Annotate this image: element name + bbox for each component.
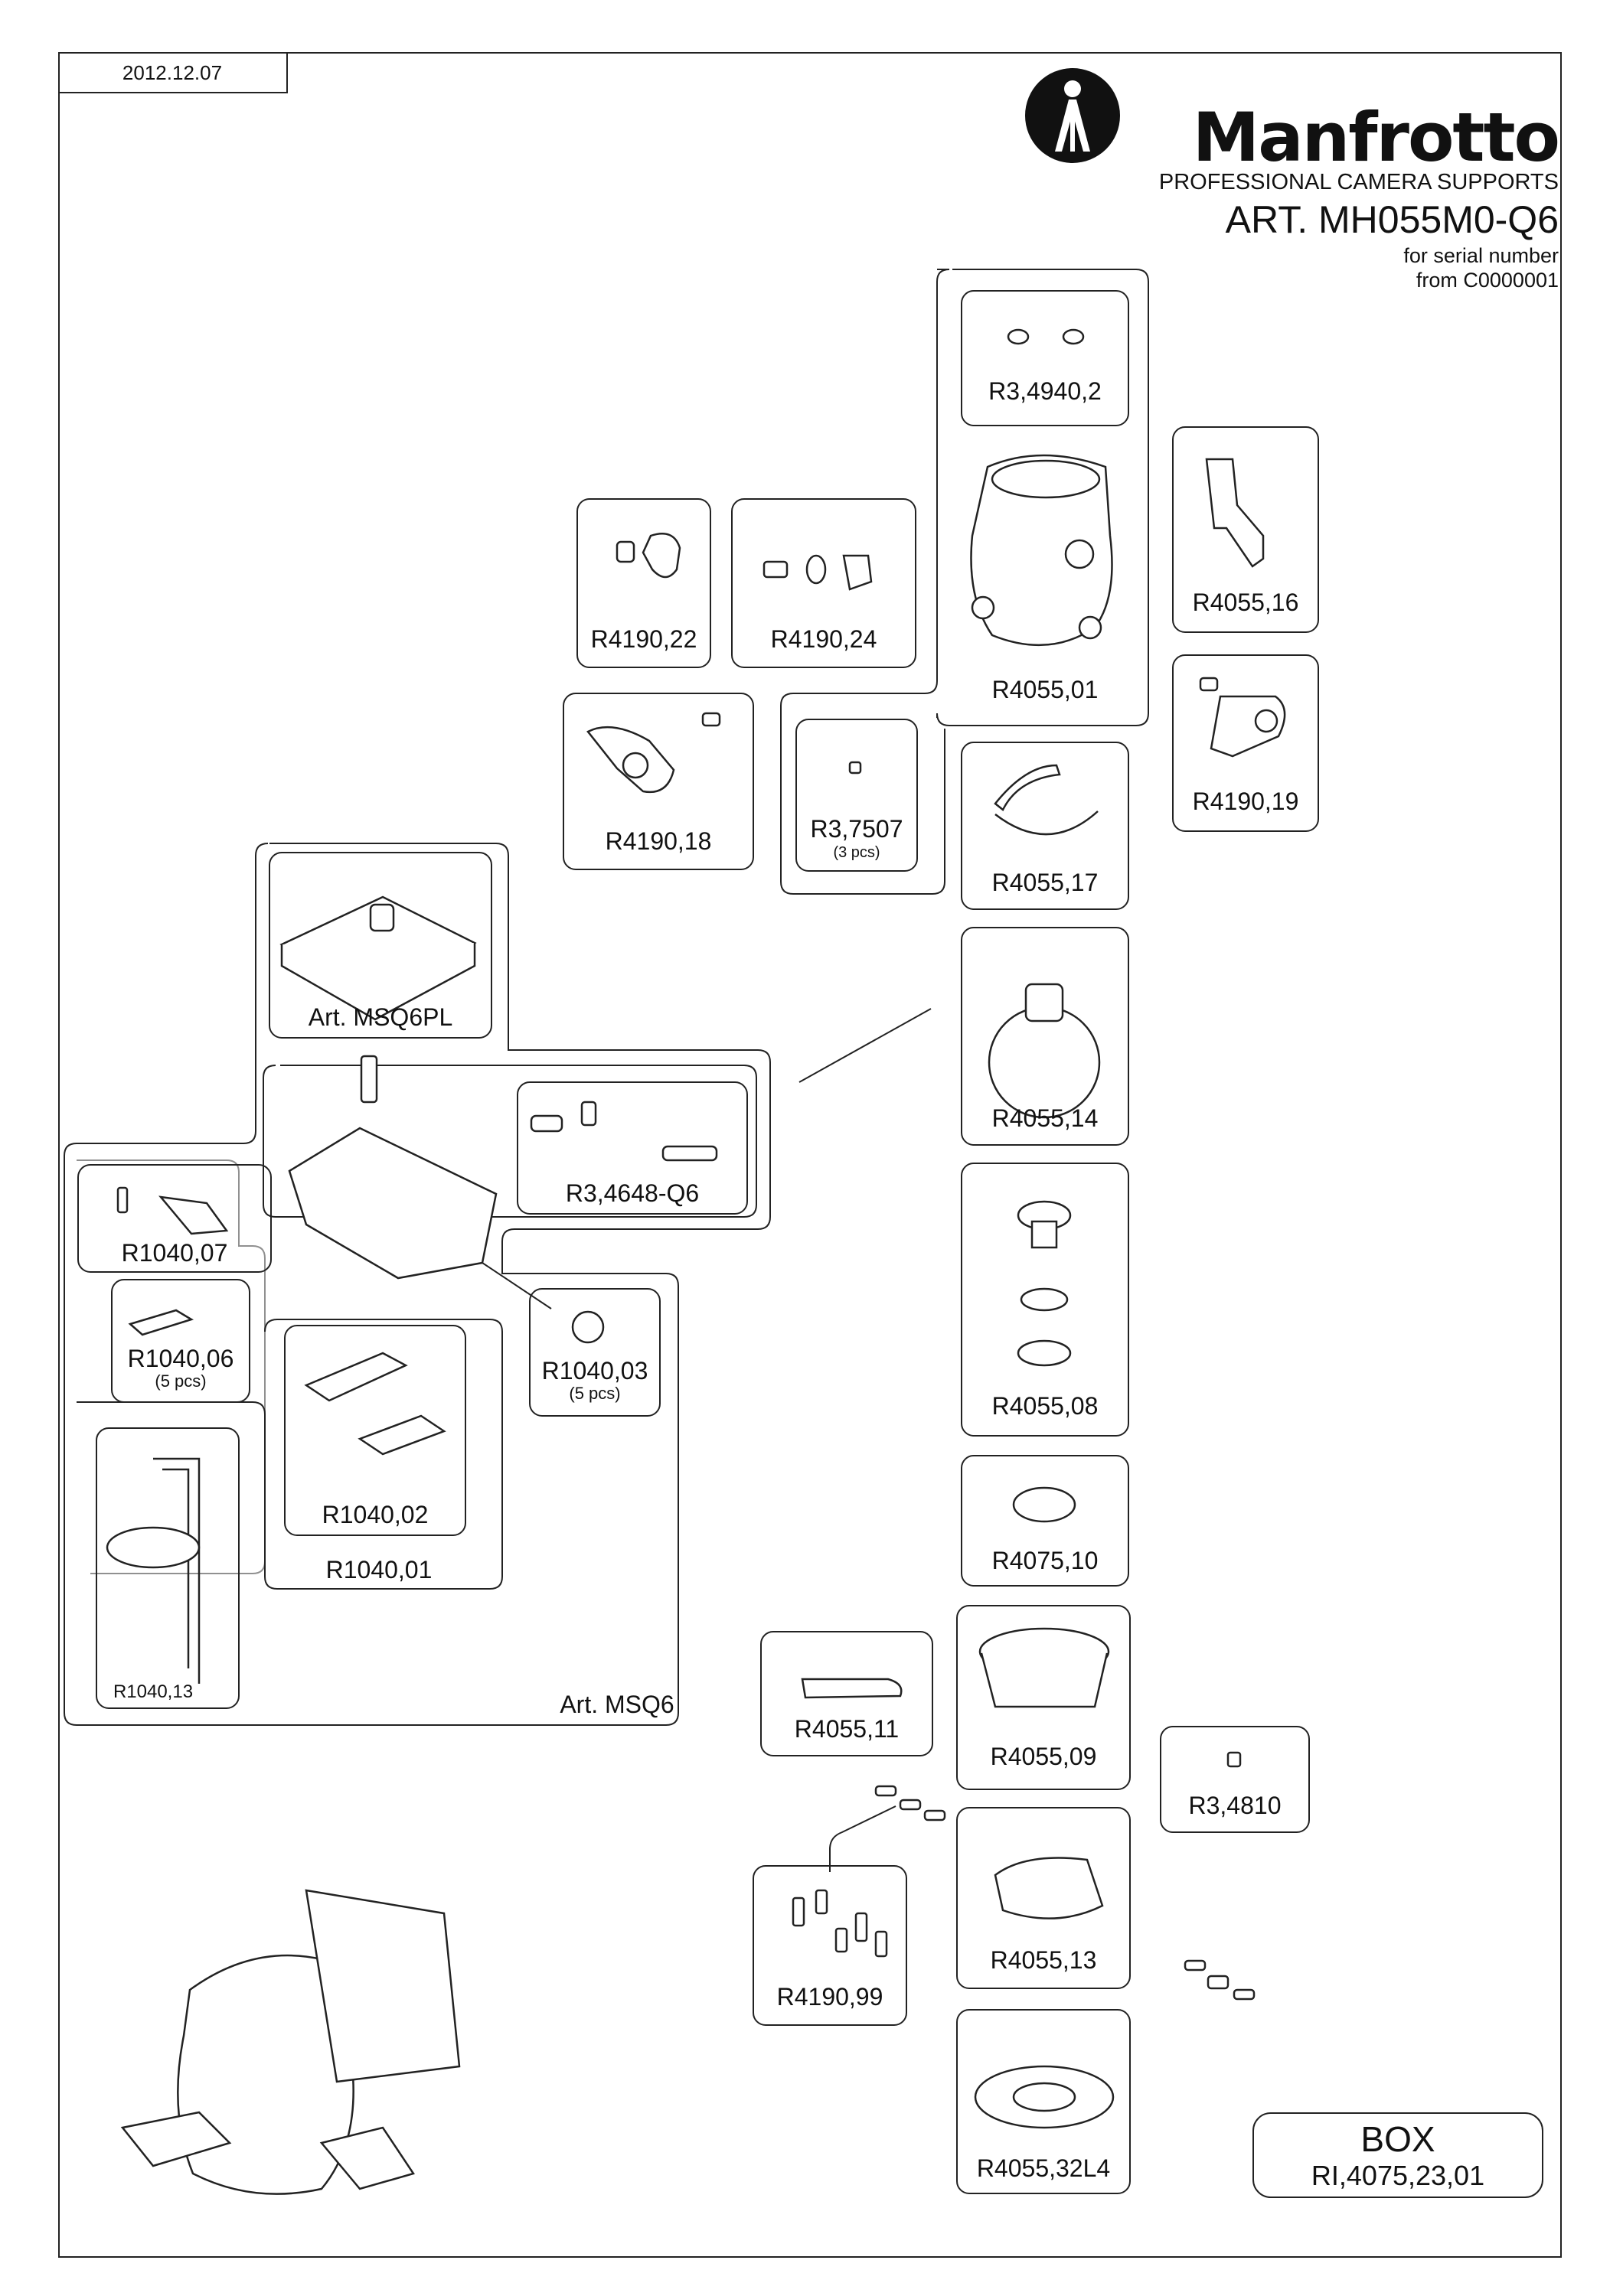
box-r4055-09 [956,1605,1131,1790]
box-title: BOX [1360,2119,1435,2159]
label-r1040-03: R1040,03 [542,1357,648,1384]
label-r4055-09: R4055,09 [991,1743,1097,1770]
label-r4190-22: R4190,22 [591,625,697,653]
box-r1040-07 [77,1164,272,1273]
group-outline-top [936,269,1149,726]
clamp-knob-icon [571,1310,605,1344]
article-number: ART. MH055M0-Q6 [1225,198,1559,241]
serial-info: for serial number from C0000001 [1403,243,1559,292]
label-r4055-32l4: R4055,32L4 [977,2154,1110,2182]
friction-disc-icon [1012,1486,1076,1523]
box-r4190-18 [563,693,754,870]
label-r1040-13: R1040,13 [113,1681,193,1702]
label-r1040-03-qty: (5 pcs) [569,1384,620,1403]
manfrotto-logo-icon [1025,68,1120,163]
box-r3-7507 [795,719,918,872]
label-r4190-18: R4190,18 [606,827,712,855]
box-r4055-13 [956,1807,1131,1989]
box-r4075-10 [961,1455,1129,1587]
label-r3-4810: R3,4810 [1189,1792,1282,1819]
serial-line-1: for serial number [1403,244,1559,267]
group-outline-r4055-01 [780,268,950,895]
loose-pins-icon [874,1785,897,1797]
label-msq6: Art. MSQ6 [560,1691,674,1718]
label-r3-7507-qty: (3 pcs) [833,844,880,861]
label-r4190-19: R4190,19 [1193,788,1299,815]
lever-plate-icon [304,1352,408,1402]
box-r4190-22 [576,498,711,668]
box-r3-4648-q6 [517,1081,748,1215]
label-r4055-01: R4055,01 [992,676,1099,703]
outline-r1040 [77,1319,503,1590]
allen-keys-icon [153,1457,201,1684]
leader-line-ball [798,1008,932,1083]
knob-small-icon [642,533,681,579]
pin-set-icon [763,560,789,579]
label-r4055-11: R4055,11 [795,1715,899,1743]
box-code: RI,4075,23,01 [1311,2160,1485,2191]
box-r3-4940-2 [961,290,1129,426]
base-clamp-ring-icon [994,1857,1104,1919]
box-r4190-19 [1172,654,1319,832]
label-r3-4940-2: R3,4940,2 [988,377,1102,405]
split-ring-icon [994,764,1061,811]
label-r4055-16: R4055,16 [1193,589,1299,616]
label-r1040-06: R1040,06 [128,1345,234,1372]
label-r1040-07: R1040,07 [122,1239,228,1267]
box-r4055-14 [961,927,1129,1146]
box-r1040-03 [529,1288,661,1417]
release-pin-icon [128,1309,194,1336]
ball-icon [988,1006,1101,1119]
label-msq6pl: Art. MSQ6PL [309,1003,453,1031]
brand-block: Manfrotto PROFESSIONAL CAMERA SUPPORTS A… [1023,66,1560,295]
box-r4055-11 [760,1631,933,1756]
grub-screw-icon [848,761,862,775]
box-r1040-02 [284,1325,466,1536]
box-r4190-24 [731,498,916,668]
drawing-frame [58,52,1562,2258]
label-r4055-08: R4055,08 [992,1392,1099,1420]
box-msq6pl [269,852,492,1039]
box-r1040-13 [96,1427,240,1709]
label-r1040-06-qty: (5 pcs) [155,1371,206,1391]
dowel-pins-icon [792,1896,805,1927]
label-r3-7507: R3,7507 [811,815,903,843]
label-r1040-01: R1040,01 [326,1556,433,1583]
box-r4055-08 [961,1163,1129,1437]
leader-line-pins [829,1805,896,1872]
pin-small-icon [1226,1751,1242,1768]
brand-tagline: PROFESSIONAL CAMERA SUPPORTS [1158,170,1559,194]
label-r3-4648-q6: R3,4648-Q6 [566,1179,699,1207]
lever-bracket-icon [1205,458,1265,568]
box-r1040-06 [111,1279,250,1403]
group-outline-left [77,1159,266,1574]
date-box: 2012.12.07 [58,52,288,93]
spring-pins-icon [530,1114,563,1133]
lock-slide-icon [158,1195,229,1235]
label-r1040-02: R1040,02 [322,1501,429,1528]
box-info: BOX RI,4075,23,01 [1252,2112,1543,2198]
label-r4075-10: R4075,10 [992,1547,1099,1574]
box-r4055-32l4 [956,2009,1131,2194]
group-outline-msq6-inner [263,1065,757,1218]
label-r4055-17: R4055,17 [992,869,1099,896]
box-r4055-16 [1172,426,1319,633]
label-r4190-99: R4190,99 [777,1983,883,2011]
box-r4190-99 [753,1865,907,2026]
tension-spring-icon [801,1678,903,1699]
box-r3-4810 [1160,1726,1310,1833]
label-r4055-14: R4055,14 [992,1104,1099,1132]
brand-wordmark: Manfrotto [1192,98,1560,177]
group-outline-msq6 [64,843,771,1726]
screw-pair-icon [1007,328,1030,345]
label-r4055-13: R4055,13 [991,1946,1097,1974]
box-r4055-17 [961,742,1129,910]
serial-line-2: from C0000001 [1416,269,1559,292]
clamp-body-icon [288,1127,498,1280]
label-r4190-24: R4190,24 [771,625,877,653]
